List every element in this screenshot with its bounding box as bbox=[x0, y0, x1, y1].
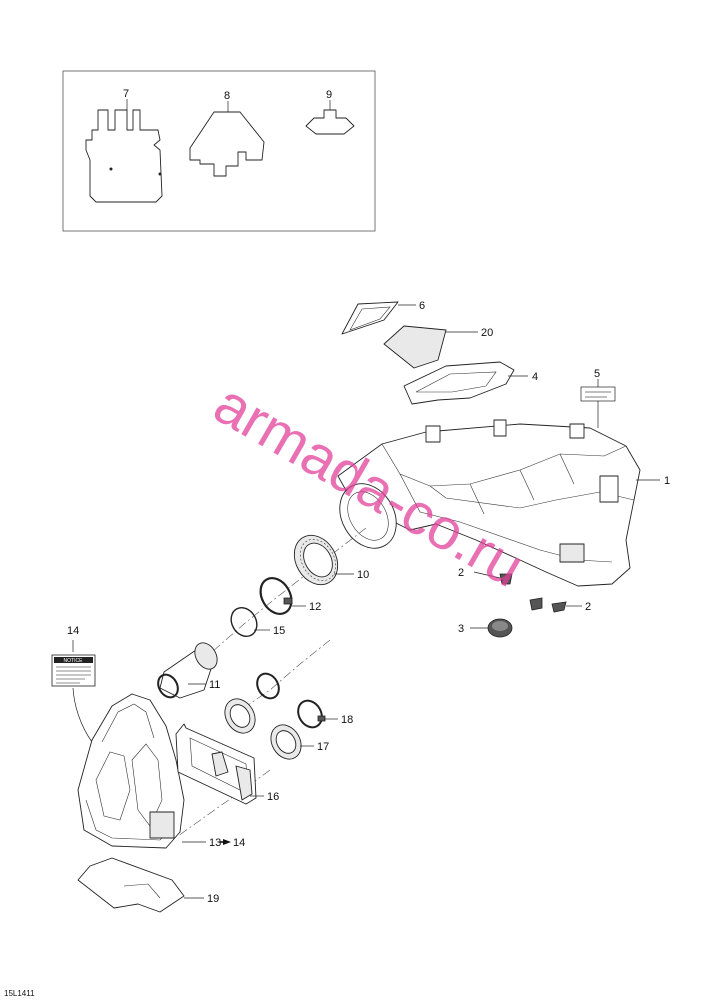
part-5-label bbox=[580, 386, 616, 402]
callout-3: 3 bbox=[458, 623, 464, 635]
leader-2a bbox=[473, 571, 501, 579]
silencer-block bbox=[149, 811, 175, 839]
pad-outline bbox=[77, 857, 185, 913]
silencer-channel bbox=[131, 743, 163, 827]
airbox-ridge bbox=[519, 469, 535, 501]
airbox-ridge bbox=[469, 483, 485, 515]
callout-5: 5 bbox=[594, 368, 600, 380]
part-20-cover bbox=[383, 325, 447, 369]
callout-16: 16 bbox=[267, 791, 279, 803]
notice-header-text: NOTICE bbox=[64, 658, 84, 664]
callout-13-target: 14 bbox=[233, 837, 245, 849]
notice-header-bar bbox=[54, 657, 93, 663]
airbox-ridge bbox=[381, 443, 627, 487]
callout-2b: 2 bbox=[585, 601, 591, 613]
part-2-clip bbox=[499, 573, 513, 585]
reference-code: 15L1411 bbox=[4, 989, 35, 998]
part-3-grommet-top bbox=[492, 621, 508, 631]
part-7-hole bbox=[109, 167, 113, 171]
callout-4: 4 bbox=[532, 371, 538, 383]
airbox-bracket bbox=[599, 475, 619, 503]
callout-12: 12 bbox=[309, 601, 321, 613]
boot-clamp bbox=[157, 673, 179, 699]
clips-and-grommet: 2 2 3 bbox=[458, 567, 591, 638]
callout-14: 14 bbox=[67, 625, 79, 637]
callout-10: 10 bbox=[357, 569, 369, 581]
callout-1: 1 bbox=[664, 475, 670, 487]
part-14-notice-label: 14 NOTICE bbox=[51, 625, 96, 743]
part-16-frame: 16 bbox=[175, 723, 279, 805]
airbox-outlet bbox=[339, 483, 397, 549]
inset-box: 7 8 9 bbox=[62, 70, 376, 232]
frame-tab bbox=[211, 751, 229, 777]
part-4-housing-lid bbox=[403, 361, 515, 405]
pad-slot bbox=[123, 883, 161, 899]
airbox-tab bbox=[569, 423, 585, 439]
frame-tab bbox=[235, 765, 253, 801]
part-11-boot: 11 bbox=[157, 642, 220, 699]
silencer-channel bbox=[95, 751, 131, 821]
adapter-inner bbox=[303, 542, 333, 578]
coupler-left-inner bbox=[229, 704, 251, 728]
callout-19: 19 bbox=[207, 893, 219, 905]
adapter-teeth bbox=[300, 539, 336, 581]
part-18-screw bbox=[317, 715, 326, 722]
callout-20: 20 bbox=[481, 327, 493, 339]
part-4-inner bbox=[415, 371, 497, 393]
part-9-foam-pad bbox=[305, 109, 355, 135]
callout-11: 11 bbox=[209, 679, 220, 691]
part-13-silencer: 13 14 bbox=[77, 693, 245, 849]
part-1-airbox: 1 bbox=[337, 419, 670, 587]
airbox-tab bbox=[493, 419, 507, 437]
callout-8: 8 bbox=[224, 90, 230, 102]
callout-17: 17 bbox=[317, 741, 329, 753]
clamp-screw bbox=[283, 597, 293, 605]
part-7-foam-pad bbox=[85, 109, 163, 203]
callout-9: 9 bbox=[326, 89, 332, 101]
clamp-upper bbox=[256, 672, 280, 700]
part-8-foam-pad bbox=[189, 111, 265, 177]
callout-13: 13 bbox=[209, 837, 221, 849]
callout-15: 15 bbox=[273, 625, 285, 637]
part-17-coupler-inner bbox=[275, 730, 297, 754]
part-18-clamp bbox=[297, 699, 323, 729]
callout-7: 7 bbox=[123, 88, 129, 100]
part-6-seal bbox=[341, 301, 399, 335]
callout-18: 18 bbox=[341, 714, 353, 726]
callout-6: 6 bbox=[419, 300, 425, 312]
part-2-clip bbox=[529, 597, 543, 611]
part-19-pad: 19 bbox=[77, 857, 219, 913]
airbox-tab bbox=[425, 425, 441, 443]
leader-14 bbox=[72, 687, 93, 743]
boot-mouth bbox=[194, 642, 218, 670]
part-15-o-ring: 15 bbox=[230, 606, 285, 638]
part-12-clamp: 12 bbox=[259, 577, 321, 615]
airbox-block bbox=[559, 543, 585, 563]
upper-stack: 6 20 4 5 bbox=[341, 300, 616, 428]
part-7-hole bbox=[158, 172, 162, 176]
arrow-icon bbox=[223, 839, 231, 845]
part-10-adapter: 10 bbox=[293, 534, 369, 586]
silencer-ridge bbox=[101, 703, 155, 743]
airbox-ridge bbox=[559, 453, 575, 485]
o-ring bbox=[230, 606, 258, 638]
clamp-band bbox=[259, 577, 293, 615]
parts-17-18: 17 18 bbox=[224, 672, 353, 760]
part-6-inner bbox=[349, 306, 391, 331]
inset-frame bbox=[62, 70, 376, 232]
airbox-outlet-inner bbox=[347, 491, 389, 541]
callout-2a: 2 bbox=[458, 567, 464, 579]
part-2-clip bbox=[551, 601, 567, 613]
assembly-axis bbox=[231, 639, 331, 717]
